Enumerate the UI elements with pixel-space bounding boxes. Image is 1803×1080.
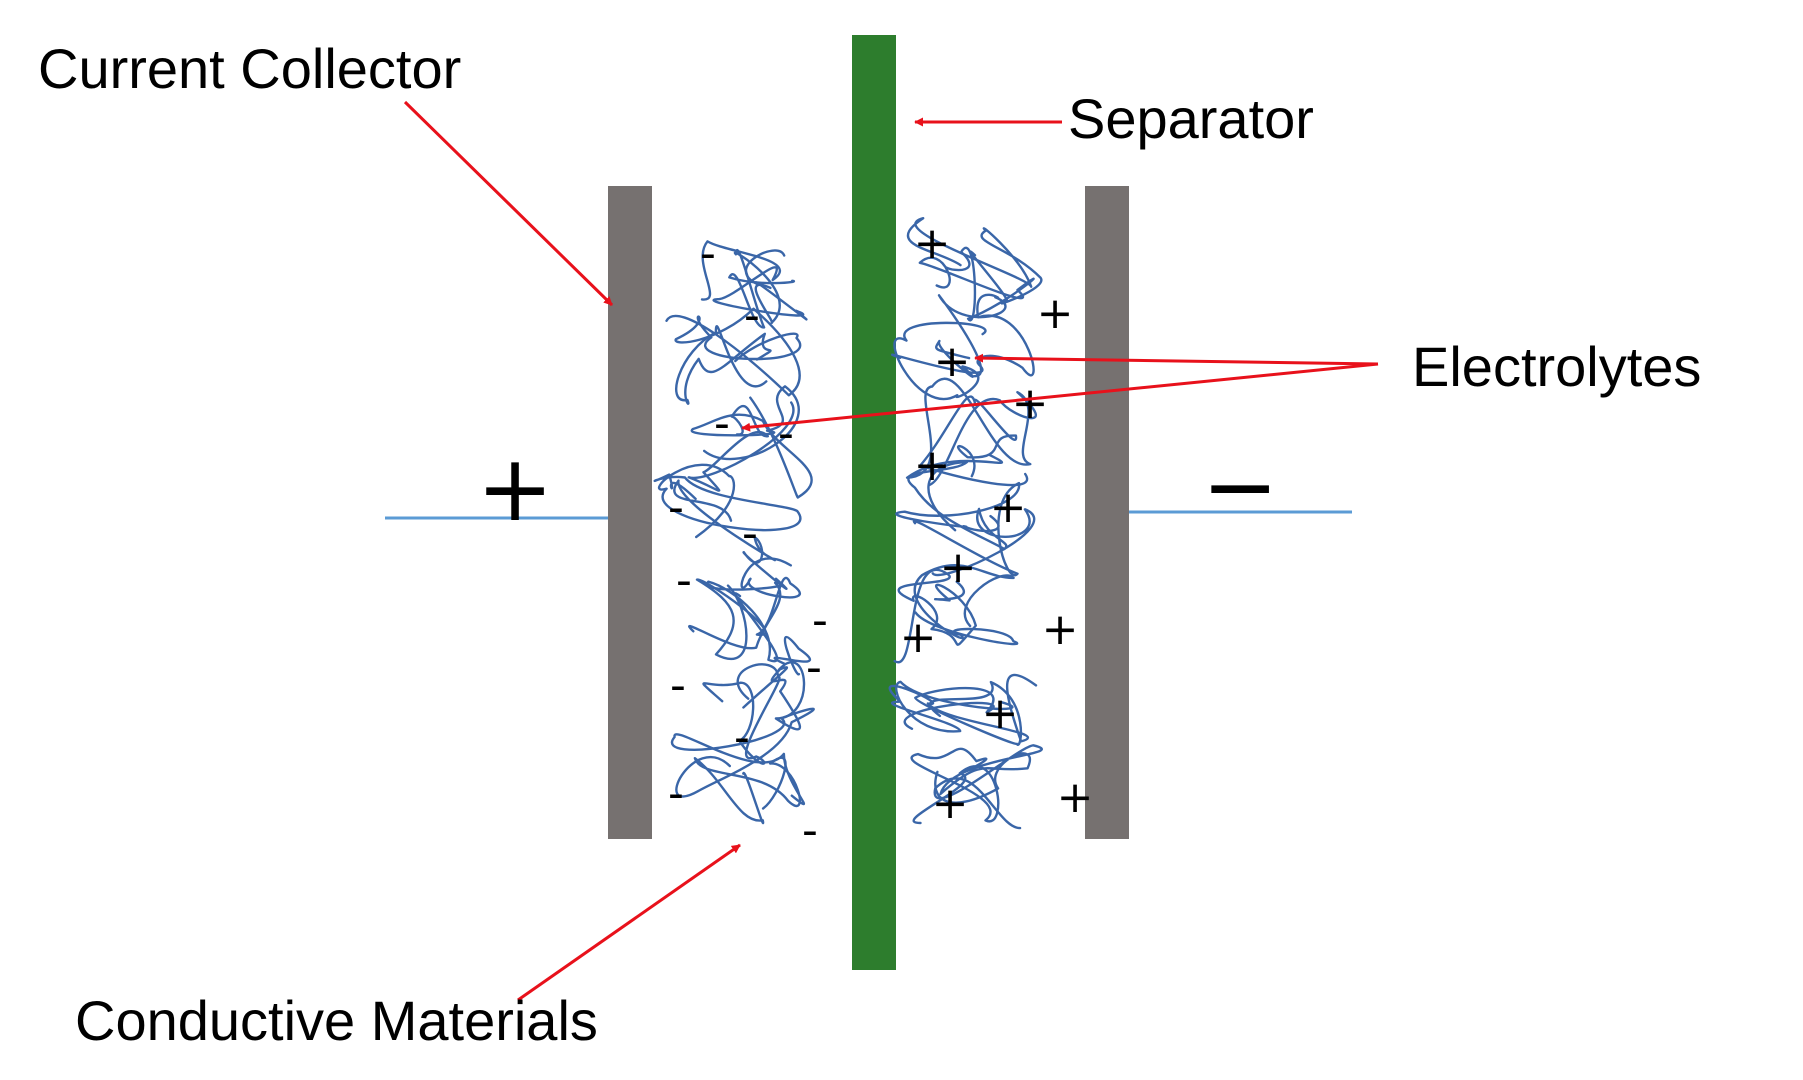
right-conductive-material (888, 217, 1043, 830)
electrolytes-arrow-upper (974, 353, 1379, 366)
anion-sign: - (742, 508, 758, 559)
conductive-fiber (906, 217, 1043, 305)
cation-sign: + (982, 688, 1019, 739)
conductive-fiber (673, 479, 788, 590)
conductive-materials-label: Conductive Materials (75, 989, 598, 1052)
conductive-fiber (918, 246, 1035, 322)
electrolyte-ions: -------------++++++++++++ (668, 218, 1093, 856)
cation-sign: + (932, 778, 969, 829)
right-current-collector (1085, 186, 1129, 839)
anion-sign: - (668, 482, 684, 533)
anion-sign: - (700, 228, 716, 279)
conductive-fiber (665, 307, 802, 397)
anion-sign: - (734, 712, 750, 763)
cation-sign: + (914, 440, 951, 491)
negative-terminal-sign: − (1201, 433, 1278, 540)
conductive-fiber (695, 557, 801, 661)
left-conductive-material (653, 240, 815, 825)
conductive-fiber (910, 747, 1000, 825)
conductive-fiber (670, 707, 815, 806)
anion-sign: - (812, 595, 828, 646)
conductive-fiber (688, 580, 784, 663)
cation-sign: + (1037, 288, 1074, 339)
anion-sign: - (806, 642, 822, 693)
conductive-fiber (728, 249, 796, 329)
conductive-fiber (890, 293, 1035, 378)
anion-sign: - (744, 290, 760, 341)
conductive-materials-arrow (517, 843, 741, 1002)
conductive-fiber (905, 377, 1037, 487)
cation-sign: + (934, 336, 971, 387)
separator-label: Separator (1068, 87, 1314, 150)
conductive-fiber (693, 756, 802, 825)
electrolytes-label: Electrolytes (1412, 335, 1701, 398)
separator (852, 35, 896, 970)
electrolytes-arrow-lower (741, 362, 1379, 432)
conductive-fiber (893, 321, 987, 400)
current-collector-label: Current Collector (38, 37, 461, 100)
conductive-fiber (742, 635, 812, 731)
anion-sign: - (668, 768, 684, 819)
positive-terminal-sign: + (476, 435, 553, 542)
cation-sign: + (990, 482, 1027, 533)
cation-sign: + (940, 542, 977, 593)
anion-sign: - (714, 398, 730, 449)
conductive-fiber (903, 680, 1023, 746)
anion-sign: - (778, 408, 794, 459)
conductive-fiber (895, 481, 1021, 577)
conductive-fiber (907, 460, 1036, 577)
conductive-fiber (919, 395, 1029, 487)
conductive-fiber (653, 463, 802, 539)
left-current-collector (608, 186, 652, 839)
cation-sign: + (914, 218, 951, 269)
conductive-fiber (933, 744, 1043, 830)
cation-sign: + (900, 612, 937, 663)
conductive-fiber (690, 385, 813, 499)
current-collector-arrow (403, 100, 614, 307)
conductive-fiber (702, 663, 781, 765)
conductive-fiber (675, 325, 772, 405)
conductive-fiber (913, 564, 1019, 646)
cation-sign: + (1057, 772, 1094, 823)
anion-sign: - (670, 660, 686, 711)
cation-sign: + (1012, 378, 1049, 429)
anion-sign: - (802, 805, 818, 856)
cation-sign: + (1042, 604, 1079, 655)
conductive-fiber (893, 568, 977, 664)
anion-sign: - (676, 555, 692, 606)
